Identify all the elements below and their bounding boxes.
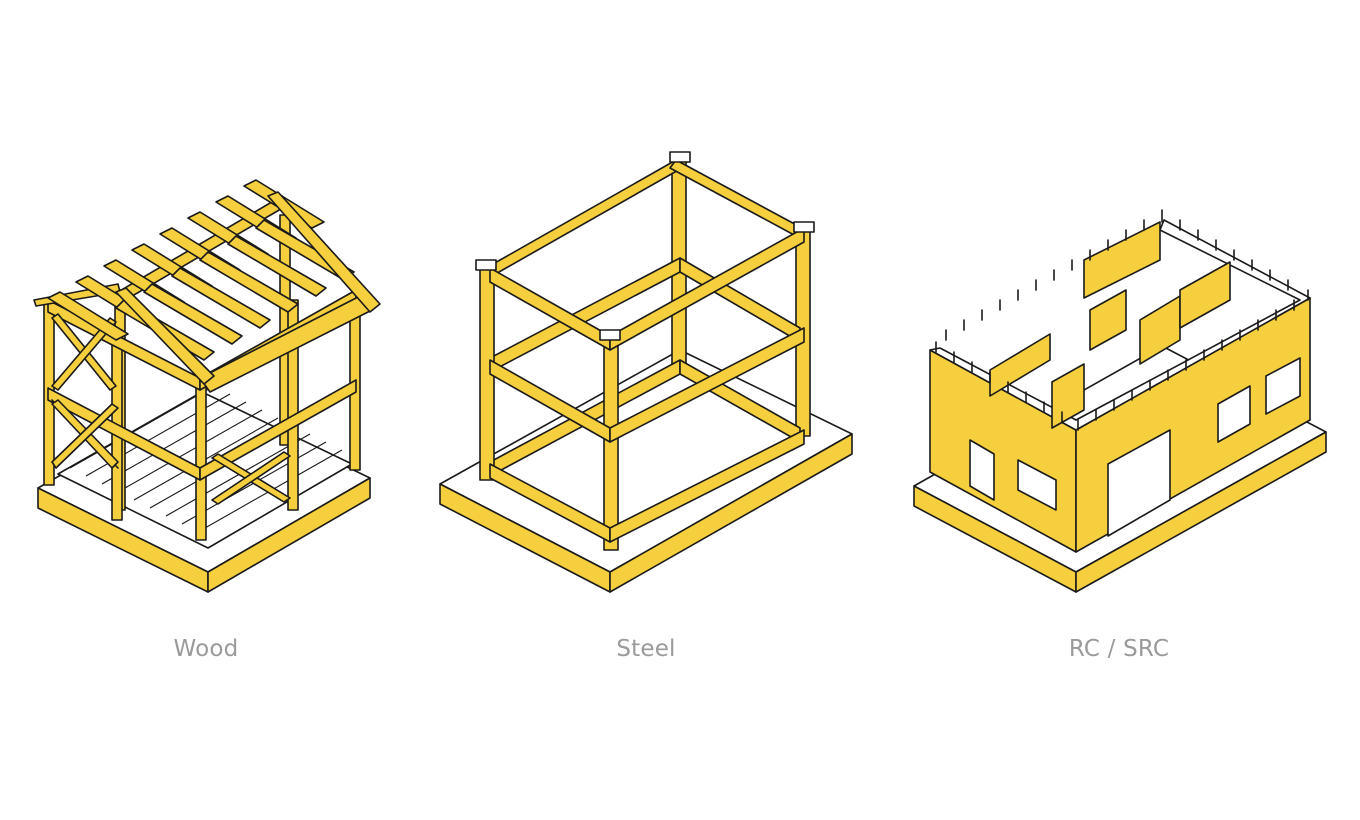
rc-src-illustration (913, 209, 1327, 593)
caption-rc-src: RC / SRC (1068, 636, 1170, 662)
caption-steel: Steel (616, 636, 676, 662)
wood-frame-illustration (33, 179, 381, 593)
caption-wood: Wood (173, 636, 239, 662)
steel-frame-illustration (439, 151, 853, 593)
